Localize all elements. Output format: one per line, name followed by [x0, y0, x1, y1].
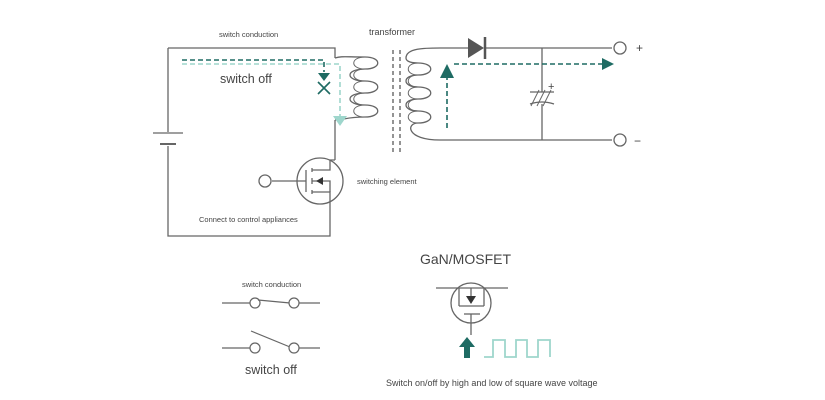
primary-coil [334, 56, 379, 121]
switch-off-label: switch off [220, 72, 272, 86]
switch-conduction-label: switch conduction [219, 30, 278, 39]
conduction-arrow [318, 73, 330, 81]
primary-top-wire [168, 47, 336, 58]
device-title: GaN/MOSFET [420, 251, 511, 267]
plus-terminal-label: + [636, 41, 643, 55]
gan-mosfet-symbol [436, 282, 508, 335]
minus-terminal-label: − [634, 134, 641, 148]
switch-off-cross-icon [317, 81, 331, 95]
capacitor [529, 89, 555, 107]
primary-circuit [153, 47, 336, 237]
square-wave-icon [484, 339, 551, 358]
switch-legend [222, 297, 320, 354]
off-current-arrow [333, 116, 347, 126]
legend-switch-off-label: switch off [245, 363, 297, 377]
gate-drive-arrow [459, 337, 475, 358]
diode [468, 37, 487, 59]
off-current-path [182, 63, 341, 116]
switching-element-mosfet [258, 157, 344, 205]
transformer-label: transformer [369, 27, 415, 37]
secondary-right-arrow [602, 58, 614, 70]
positive-terminal [613, 41, 627, 55]
conduction-current-path [182, 59, 325, 72]
negative-terminal [613, 133, 627, 147]
primary-left-bottom-wire [167, 146, 331, 237]
primary-current-path [182, 59, 347, 126]
secondary-up-arrow [440, 64, 454, 78]
secondary-current-path [440, 58, 614, 128]
control-appliances-label: Connect to control appliances [199, 215, 298, 224]
legend-switch-conduction-label: switch conduction [242, 280, 301, 289]
secondary-coil [405, 47, 441, 141]
switching-element-label: switching element [357, 177, 418, 186]
secondary-circuit [440, 41, 627, 147]
capacitor-plus-label: + [548, 81, 554, 93]
device-caption: Switch on/off by high and low of square … [386, 378, 597, 388]
transformer-core [392, 50, 401, 152]
